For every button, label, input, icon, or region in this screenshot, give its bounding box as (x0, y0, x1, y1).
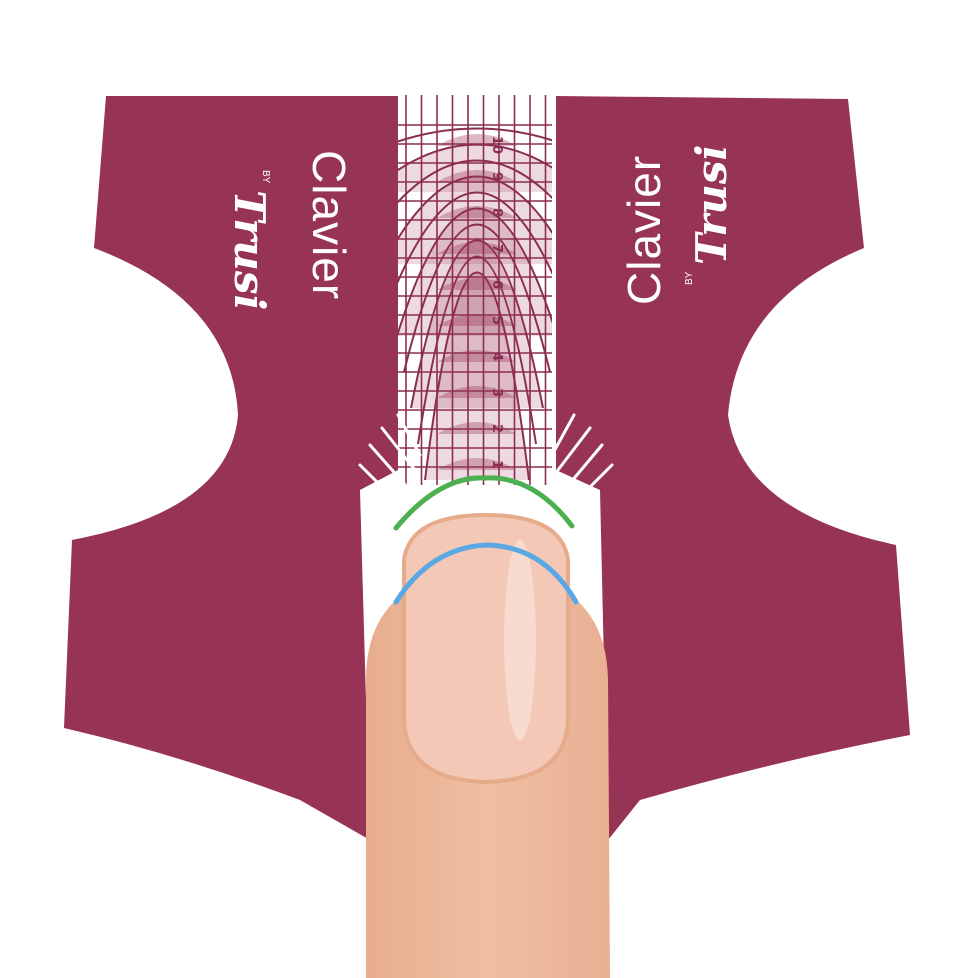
sizing-arc (398, 143, 552, 192)
sizing-arc (403, 223, 551, 373)
sizing-band (437, 422, 517, 434)
sizing-arc (417, 255, 537, 445)
sizing-arc (398, 207, 552, 337)
nail-form-left-wing (64, 96, 398, 840)
sizing-band (437, 242, 517, 254)
scale-number: 1 (489, 460, 504, 469)
green-extension-guide-curve (393, 475, 575, 531)
brand-logo-left: Clavier BY Trusi (225, 150, 355, 310)
scale-number: 2 (489, 424, 504, 433)
sizing-band (437, 134, 517, 146)
sizing-band (437, 314, 517, 326)
sizing-band (437, 386, 517, 398)
sizing-arc (410, 239, 544, 409)
brand-name-left: Clavier (303, 150, 355, 300)
brand-by-right: BY (684, 271, 695, 285)
sizing-band (437, 206, 517, 218)
scale-numbers: 1 2 3 4 5 6 7 8 9 10 (489, 136, 504, 469)
brand-by-left: BY (260, 170, 271, 184)
sizing-arc (398, 159, 552, 204)
brand-logo-right: Clavier BY Trusi (618, 145, 736, 305)
sizing-arc (424, 271, 530, 481)
scale-number: 8 (489, 208, 504, 217)
sizing-band (437, 350, 517, 362)
chevron-guides (358, 413, 614, 507)
sizing-arc (398, 175, 552, 264)
nail-form-right-wing (556, 96, 910, 840)
sizing-arc (398, 191, 552, 284)
scale-number: 3 (489, 388, 504, 397)
sizing-band (437, 170, 517, 182)
measurement-grid (398, 95, 552, 485)
nail-highlight (504, 540, 536, 740)
sizing-arc (398, 127, 552, 143)
scale-number: 7 (489, 244, 504, 253)
scale-number: 5 (489, 316, 504, 325)
brand-script-left: Trusi (225, 190, 274, 310)
scale-number: 9 (489, 172, 504, 181)
blue-free-edge-guide-curve (393, 542, 579, 605)
brand-name-right: Clavier (618, 155, 670, 305)
brand-script-right: Trusi (687, 145, 736, 265)
scale-number: 6 (489, 280, 504, 289)
scale-number: 10 (489, 136, 504, 154)
scale-number: 4 (489, 352, 504, 361)
sizing-arcs (398, 127, 552, 481)
sizing-band (437, 458, 517, 470)
sizing-band (437, 278, 517, 290)
nail-bed (402, 512, 570, 785)
